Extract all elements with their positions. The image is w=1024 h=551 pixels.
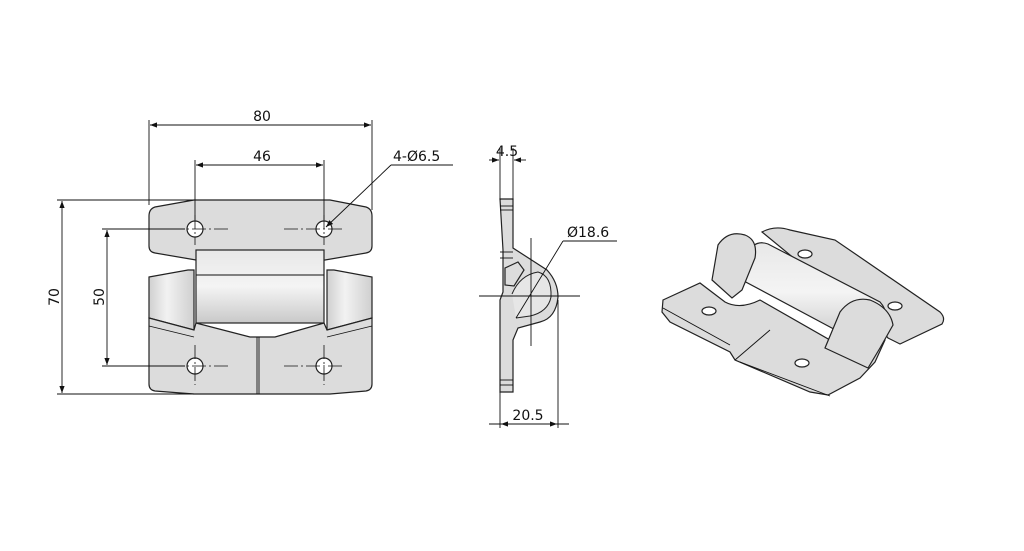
iso-hole-4 xyxy=(887,301,903,311)
right-knuckle xyxy=(326,269,373,331)
front-view: 80 46 4-Ø6.5 70 50 xyxy=(47,109,453,395)
barrel xyxy=(195,249,325,324)
upper-leaf xyxy=(148,199,373,261)
dim-barrel-diameter: Ø18.6 xyxy=(567,225,609,241)
iso-hole-3 xyxy=(797,249,813,259)
dim-overall-height: 70 xyxy=(47,288,63,306)
side-view: 4.5 Ø18.6 20.5 xyxy=(479,144,617,428)
lower-leaf xyxy=(148,317,373,395)
isometric-view xyxy=(661,227,945,397)
iso-hole-1 xyxy=(701,306,717,316)
dim-hole-spacing-vertical: 50 xyxy=(92,288,108,306)
dim-overall-width: 80 xyxy=(253,109,271,125)
dim-plate-thickness: 4.5 xyxy=(496,144,518,160)
hole-callout: 4-Ø6.5 xyxy=(393,149,440,165)
dim-overall-depth: 20.5 xyxy=(512,408,543,424)
left-knuckle xyxy=(148,269,195,331)
dim-hole-spacing-horizontal: 46 xyxy=(253,149,271,165)
iso-hole-2 xyxy=(794,358,810,368)
iso-front-leaf xyxy=(661,282,886,396)
